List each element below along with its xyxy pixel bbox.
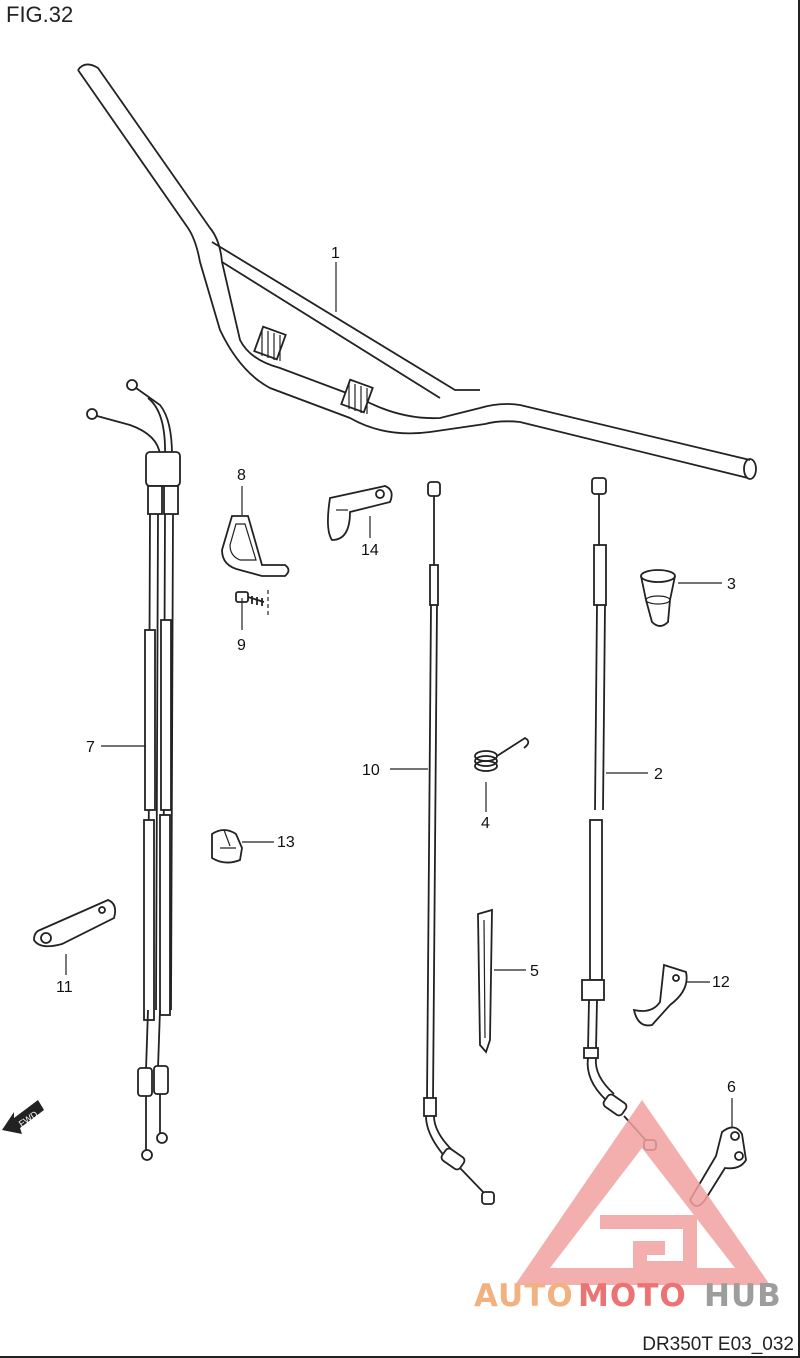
callout-5: 5	[530, 963, 539, 980]
holder-12	[632, 963, 688, 1027]
tie-strap-5	[477, 908, 493, 1054]
watermark-brand-hub: HUB	[704, 1278, 782, 1314]
bracket-11	[33, 899, 117, 948]
watermark-brand-auto: AUTO	[474, 1278, 574, 1314]
clip-13	[211, 829, 243, 864]
callout-3: 3	[727, 576, 736, 593]
throttle-cable-assembly	[86, 379, 181, 1161]
screw-9	[235, 590, 269, 615]
callout-13: 13	[277, 834, 295, 851]
leader-lines	[65, 262, 733, 1128]
rubber-sleeve-3	[640, 569, 676, 627]
clutch-cable-10	[423, 481, 495, 1205]
watermark-logo: AUTO MOTO HUB	[474, 1100, 782, 1314]
spring-4	[474, 736, 530, 772]
callout-12: 12	[712, 974, 730, 991]
callout-8: 8	[237, 467, 246, 484]
callout-9: 9	[237, 637, 246, 654]
handlebar-knurl-right	[340, 378, 374, 414]
figure-title: FIG.32	[6, 2, 74, 27]
handlebar	[77, 63, 757, 480]
cable-guide-8	[221, 515, 290, 577]
cable-2	[581, 477, 657, 1151]
forward-direction-arrow: FWD	[2, 1100, 44, 1134]
clamp-14	[327, 485, 393, 541]
callout-11: 11	[56, 979, 73, 996]
callout-14: 14	[361, 542, 379, 559]
handlebar-knurl-left	[253, 325, 287, 361]
callout-2: 2	[654, 766, 663, 783]
callout-10: 10	[362, 762, 380, 779]
callout-6: 6	[727, 1079, 736, 1096]
callout-4: 4	[481, 815, 490, 832]
callout-1: 1	[331, 245, 340, 262]
diagram-code: DR350T E03_032	[642, 1334, 794, 1355]
watermark-brand-moto: MOTO	[578, 1278, 687, 1314]
callout-7: 7	[86, 739, 95, 756]
